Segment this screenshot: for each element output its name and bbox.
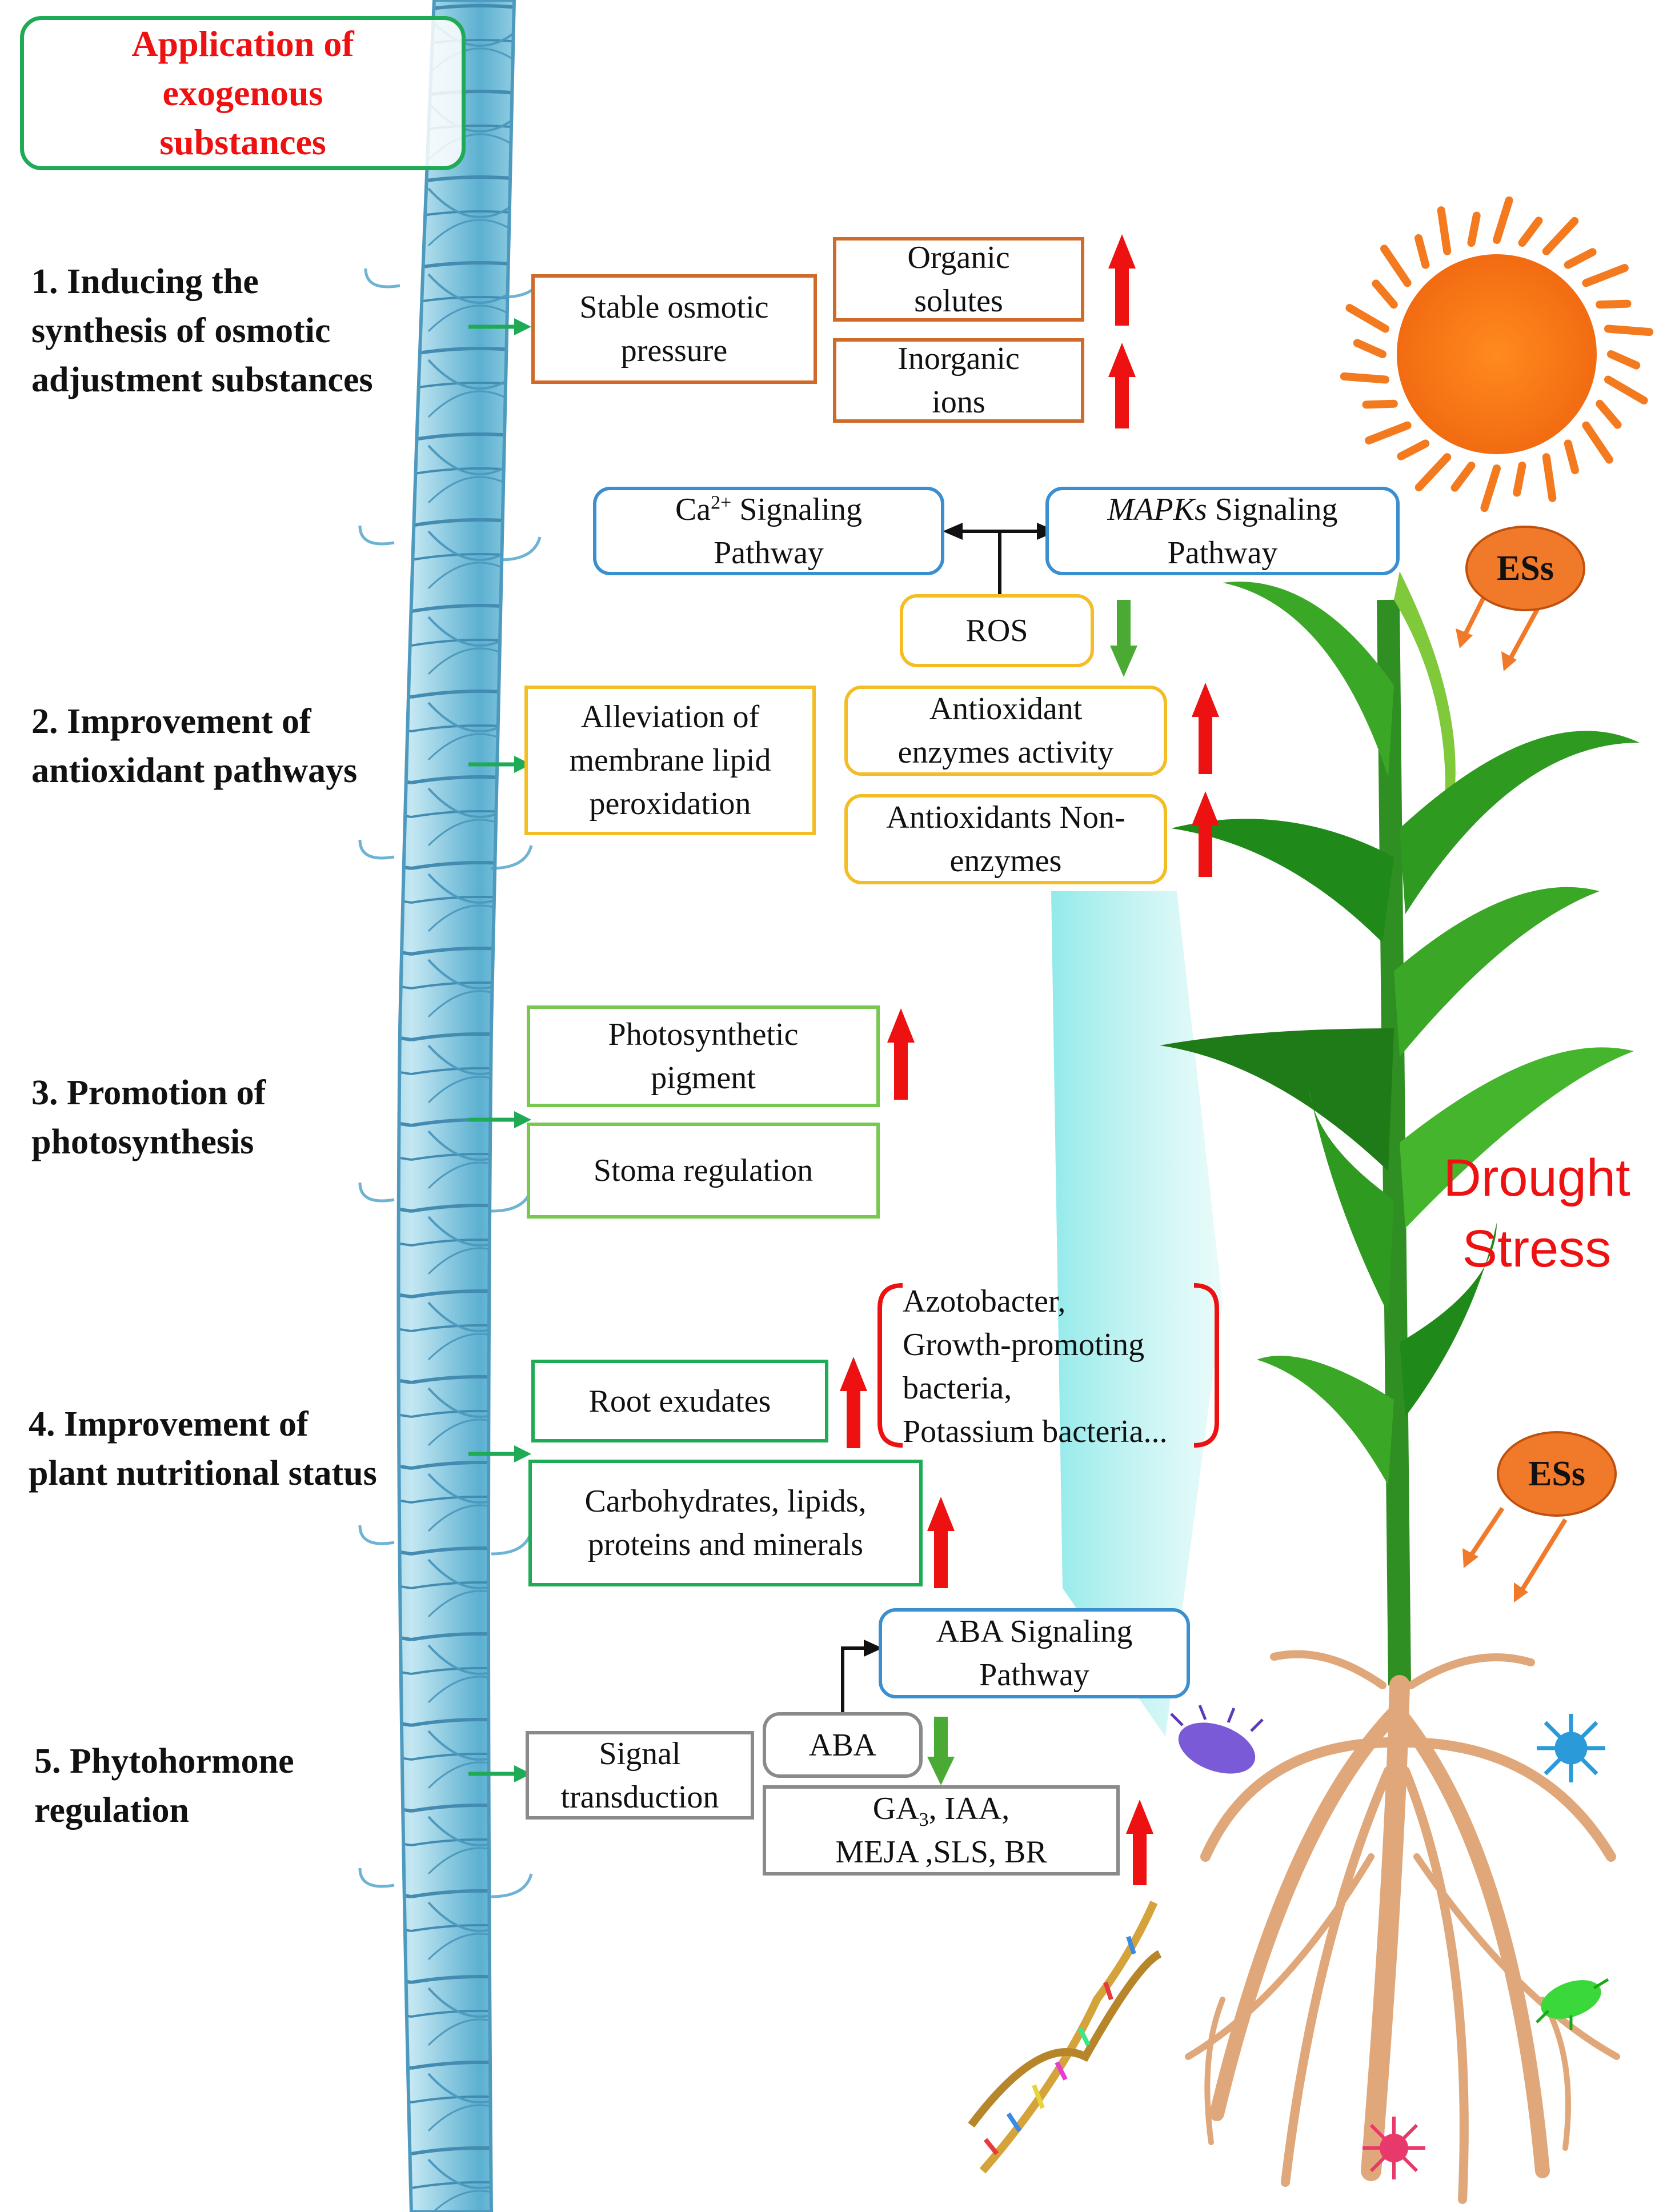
sun-ray [1542, 453, 1557, 502]
microbe-blue-icon [1537, 1714, 1605, 1782]
stable-osmotic-pressure-box: Stable osmotic pressure [531, 274, 817, 384]
sun-ray [1542, 217, 1579, 255]
title-box: Application of exogenous substances [20, 16, 466, 170]
signal-transduction-box: Signal transduction [526, 1731, 754, 1820]
up-arrow [840, 1357, 867, 1448]
sun-ray [1362, 399, 1398, 409]
sun-ray [1365, 421, 1412, 444]
sun-ray [1596, 299, 1632, 309]
ca-signaling-pathway-box: Ca2+ Signaling Pathway [593, 487, 944, 575]
sun-ray [1596, 399, 1622, 429]
section-label-antioxidant: 2. Improvement of antioxidant pathways [31, 702, 358, 790]
photosynthetic-pigment-box: Photosynthetic pigment [527, 1005, 880, 1107]
sun-ray [1604, 324, 1654, 336]
drought-stress-label: Drought Stress [1443, 1149, 1630, 1278]
section-label-osmotic: 1. Inducing the synthesis of osmotic adj… [31, 262, 373, 399]
sun-ray [1414, 453, 1452, 492]
section-label-nutrition: 4. Improvement of plant nutritional stat… [29, 1405, 377, 1493]
sun-ray [1480, 464, 1501, 512]
sun-ray [1493, 196, 1513, 244]
up-arrow [1192, 791, 1219, 877]
hormones-box: GA3, IAA, MEJA ,SLS, BR [763, 1785, 1120, 1876]
ros-box: ROS [900, 594, 1094, 667]
bacteria-bracket-right [1193, 1283, 1219, 1448]
section-label-phytohormone: 5. Phytohormone regulation [34, 1742, 294, 1830]
section-label-photosynthesis: 3. Promotion of photosynthesis [31, 1073, 266, 1161]
microbe-pink-icon [1363, 2117, 1425, 2179]
down-arrow [927, 1717, 955, 1785]
antioxidant-nonenzymes-box: Antioxidants Non- enzymes [844, 794, 1167, 884]
down-arrow [1110, 600, 1137, 677]
sun-ray [1450, 461, 1476, 492]
hormones-label: GA3, IAA, MEJA ,SLS, BR [835, 1791, 1047, 1870]
up-arrow [1108, 234, 1136, 326]
sun-ray [1604, 375, 1648, 404]
up-arrow [887, 1008, 915, 1100]
sun-ray [1340, 372, 1390, 384]
sun-ray [1582, 421, 1613, 464]
sun-ray [1397, 439, 1430, 460]
mapk-label: MAPKs Signaling Pathway [1107, 491, 1338, 571]
sun-ray [1467, 211, 1481, 247]
aba-box: ABA [763, 1712, 923, 1778]
sun-ray [1414, 234, 1430, 269]
sun-ray [1607, 350, 1641, 370]
sun-ray [1380, 245, 1412, 287]
roots-illustration [1185, 1650, 1620, 2204]
root-exudates-box: Root exudates [531, 1360, 828, 1442]
sun-ray [1437, 206, 1452, 255]
ros-link-lines [960, 530, 1040, 597]
plant-illustration [1160, 571, 1640, 1686]
up-arrow [1192, 683, 1219, 774]
mapks-signaling-pathway-box: MAPKs Signaling Pathway [1045, 487, 1400, 575]
lipid-peroxidation-box: Alleviation of membrane lipid peroxidati… [524, 686, 816, 835]
sun-ray [1564, 439, 1579, 475]
spine-illustration [396, 0, 516, 2212]
sun-ray [1372, 279, 1398, 309]
bacteria-list: Azotobacter, Growth-promoting bacteria, … [903, 1284, 1168, 1449]
microbe-green-icon [1536, 1978, 1609, 2030]
up-arrow [1108, 343, 1136, 428]
connector-lines [468, 324, 517, 1776]
bacteria-bracket-left [877, 1283, 903, 1448]
up-arrows [840, 234, 1219, 1885]
aba-signaling-pathway-box: ABA Signaling Pathway [879, 1608, 1190, 1698]
microbe-purple-icon [1170, 1705, 1264, 1774]
light-beam [1051, 891, 1223, 1737]
antioxidant-enzymes-box: Antioxidant enzymes activity [844, 686, 1167, 776]
connector-arrowheads [514, 318, 531, 1782]
inorganic-ions-box: Inorganic ions [833, 338, 1084, 423]
ess-label-bottom: ESs [1497, 1431, 1617, 1517]
sun-ray [1513, 461, 1526, 497]
sun-ray [1345, 304, 1390, 333]
sun-icon [1340, 196, 1654, 512]
carbohydrates-box: Carbohydrates, lipids, proteins and mine… [528, 1460, 923, 1586]
ess-label-top: ESs [1465, 526, 1585, 611]
stoma-regulation-box: Stoma regulation [527, 1123, 880, 1219]
sun-ray [1353, 339, 1386, 358]
sun-ray [1564, 248, 1597, 269]
dna-icon [968, 1901, 1162, 2174]
organic-solutes-box: Organic solutes [833, 237, 1084, 322]
down-arrows [927, 600, 1137, 1785]
sun-ray [1582, 264, 1629, 287]
aba-link-line [841, 1646, 865, 1714]
up-arrow [927, 1497, 955, 1588]
ca-label: Ca2+ Signaling Pathway [675, 491, 863, 571]
sun-ray [1518, 217, 1543, 247]
up-arrow [1126, 1800, 1153, 1885]
